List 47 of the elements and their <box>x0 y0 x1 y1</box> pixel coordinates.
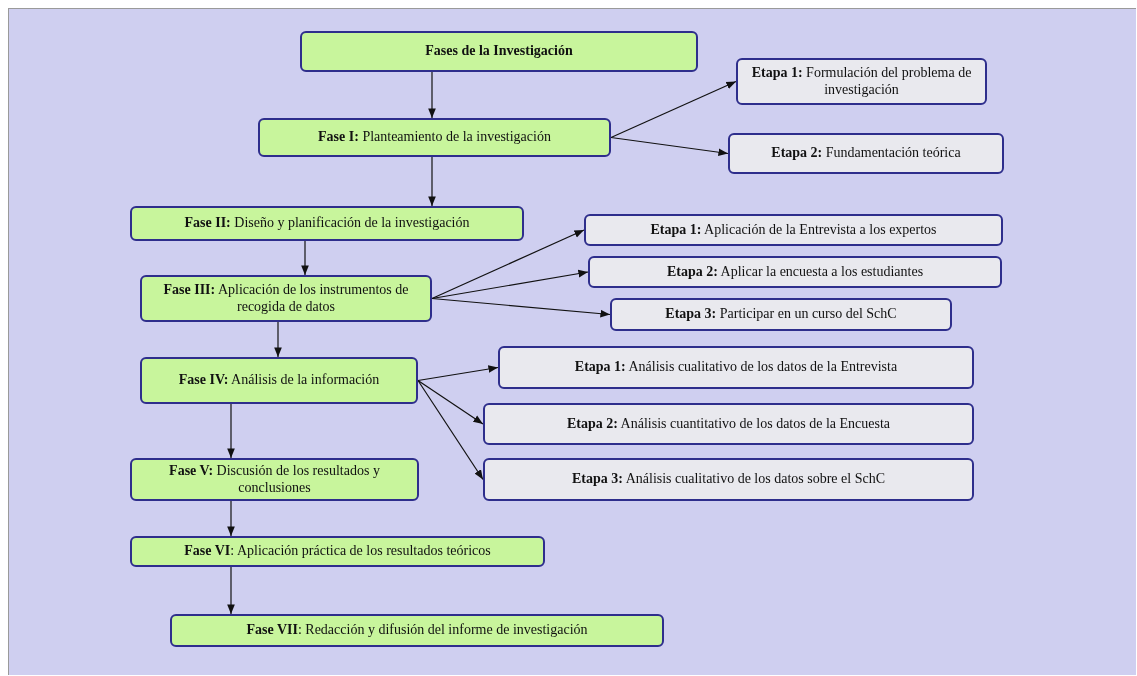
box-label: Etapa 2: Análisis cuantitativo de los datos de la Encuesta <box>566 415 891 433</box>
box-label: Etapa 1: Formulación del problema de investigación <box>750 65 973 98</box>
phase-box <box>130 536 545 567</box>
arrow <box>417 365 499 382</box>
phase-box <box>140 357 418 404</box>
box-label: Etapa 3: Participar en un curso del SchC <box>665 306 897 323</box>
arrow <box>417 379 484 425</box>
arrow <box>227 566 235 615</box>
stage-box <box>498 346 974 389</box>
phase-box <box>258 118 611 157</box>
arrow <box>428 71 436 119</box>
box-label: Etapa 2: Aplicar la encuesta a los estudiantes <box>666 263 924 281</box>
box-label: Etapa 1: Aplicación de la Entrevista a los expertos <box>650 221 937 239</box>
stage-box <box>588 256 1002 288</box>
title-box <box>300 31 698 72</box>
stage-box <box>610 298 952 331</box>
box-label: Fase III: Aplicación de los instrumentos de recogida de datos <box>162 282 410 315</box>
box-label: Etapa 3: Análisis cualitativo de los datos sobre el SchC <box>572 471 885 488</box>
box-label: Fase V: Discusión de los resultados y conclusiones <box>168 463 381 496</box>
box-label: Etapa 1: Análisis cualitativo de los datos de la Entrevista <box>574 359 898 376</box>
phase-box <box>170 614 664 647</box>
stage-box <box>728 133 1004 174</box>
phase-box <box>130 458 419 501</box>
arrow <box>431 297 611 318</box>
box-label: Fases de la Investigación <box>425 43 573 60</box>
arrow <box>274 321 282 358</box>
stage-box <box>584 214 1003 246</box>
arrow <box>227 500 235 537</box>
stage-box <box>736 58 987 105</box>
box-label: Fase VI: Aplicación práctica de los resultados teóricos <box>184 543 491 560</box>
arrow <box>227 403 235 459</box>
arrow <box>417 379 484 481</box>
box-label: Fase I: Planteamiento de la investigación <box>318 129 551 146</box>
arrow <box>428 156 436 207</box>
arrow <box>610 80 737 139</box>
box-label: Etapa 2: Fundamentación teórica <box>771 145 961 162</box>
phase-box <box>140 275 432 322</box>
stage-box <box>483 458 974 501</box>
stage-box <box>483 403 974 445</box>
arrow <box>301 240 309 276</box>
arrow <box>610 136 729 156</box>
box-label: Fase IV: Análisis de la información <box>178 372 380 389</box>
arrow <box>431 269 589 300</box>
box-label: Fase II: Diseño y planificación de la investigación <box>184 215 470 232</box>
arrow <box>431 229 585 300</box>
box-label: Fase VII: Redacción y difusión del informe de investigación <box>246 622 588 639</box>
phase-box <box>130 206 524 241</box>
